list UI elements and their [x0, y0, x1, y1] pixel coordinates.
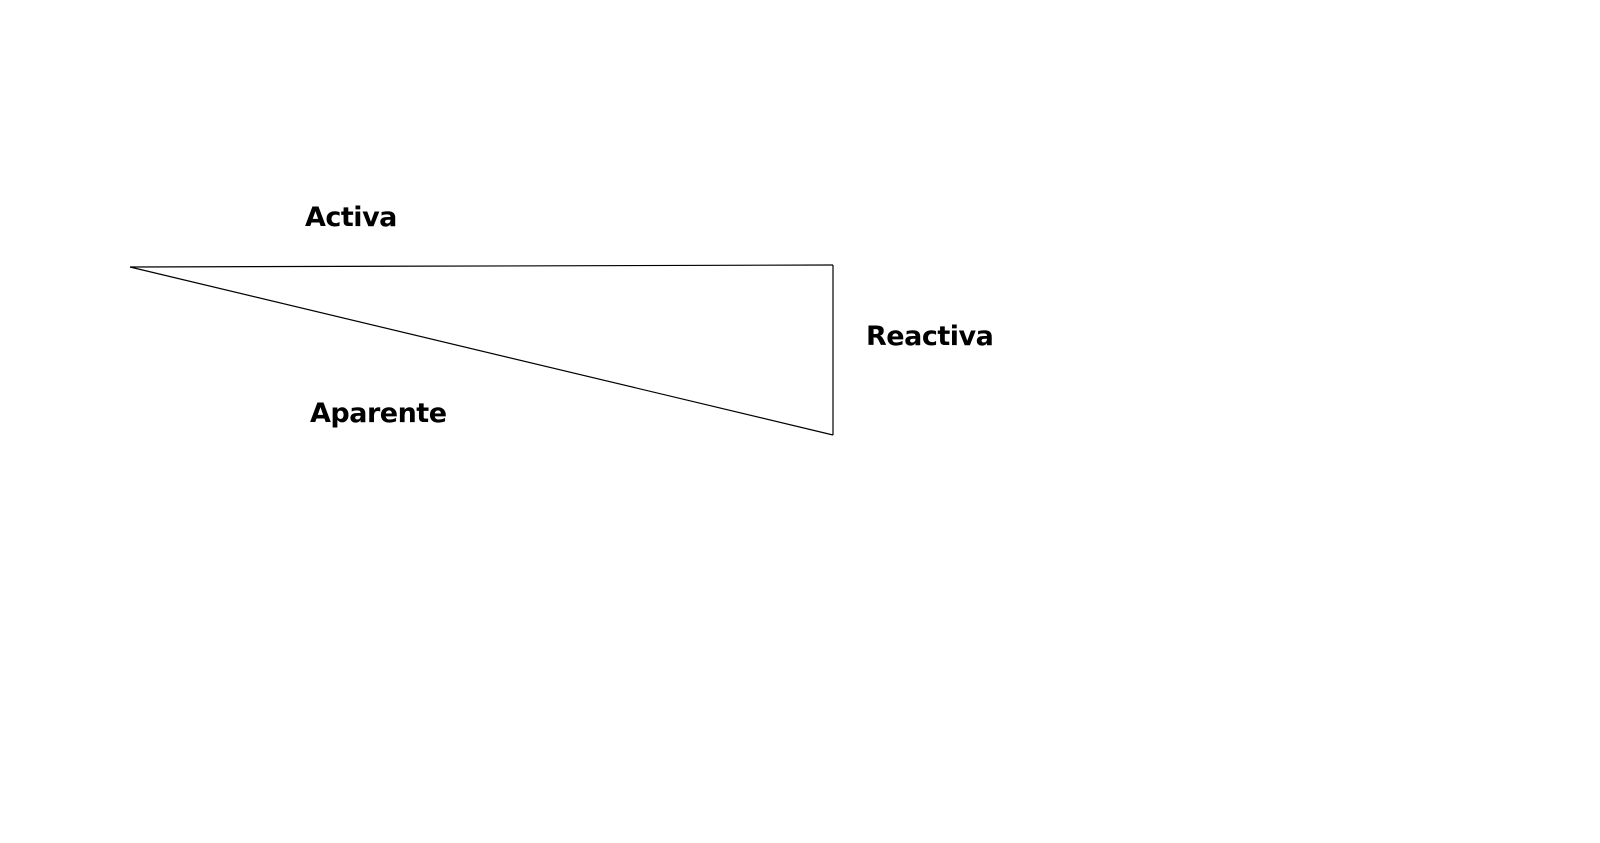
active-side — [129, 264, 834, 268]
reactive-label: Reactiva — [866, 321, 994, 352]
apparent-side — [129, 266, 834, 436]
apparent-label: Aparente — [310, 398, 447, 429]
active-label: Activa — [305, 202, 397, 233]
